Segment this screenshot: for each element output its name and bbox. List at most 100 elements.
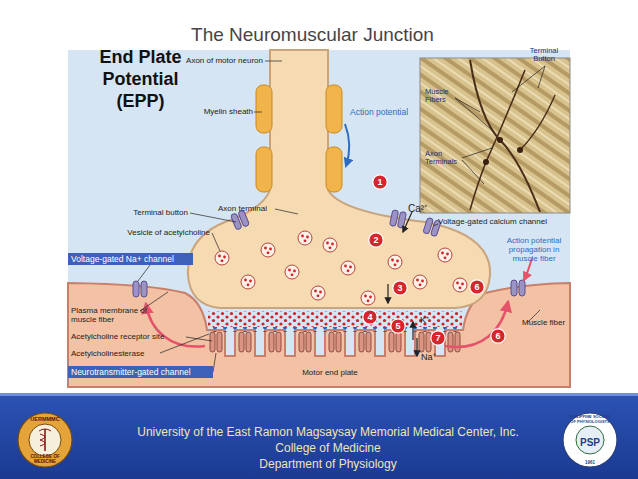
leader-lines-part	[138, 265, 150, 281]
sodium-channel	[511, 280, 525, 296]
part-label: Muscle fiber	[522, 318, 572, 328]
acetylcholine-dots	[208, 311, 462, 327]
ion-label: Na⁺	[421, 352, 443, 362]
part-label: Motor end plate	[290, 368, 370, 378]
nerve-fiber	[470, 60, 540, 212]
vesicle-group-part	[261, 243, 275, 257]
callout-outline-part	[373, 175, 387, 189]
vesicle-group-part	[298, 231, 312, 245]
callout-number: 4	[367, 312, 372, 322]
callout-outline-part	[393, 281, 407, 295]
receptor-row-part	[269, 332, 281, 352]
ion-label: K⁺	[420, 315, 440, 325]
callout-number: 1	[377, 177, 382, 187]
leader-lines-part	[212, 233, 220, 251]
band-text: Neurotransmitter-gated channel	[68, 366, 213, 378]
leader-lines-part	[254, 112, 262, 113]
leader-lines-part	[160, 334, 209, 353]
label-band: Neurotransmitter-gated channel	[68, 366, 213, 378]
logo-seal: PHILIPPINE SOCIETY OF PHYSIOLOGISTSPSP19…	[562, 412, 618, 468]
leader-lines-part	[190, 213, 236, 222]
vesicle-group-part	[438, 248, 452, 262]
receptor-row-part	[419, 332, 431, 352]
part-label: Myelin sheath	[175, 107, 253, 117]
callout-circle: 5	[390, 318, 406, 334]
callout-circle: 2	[368, 232, 384, 248]
seal-outline-part	[44, 429, 46, 451]
process-label: Action potential propagation in muscle f…	[500, 236, 568, 263]
calcium-channel	[389, 210, 406, 229]
release-arrow	[387, 284, 388, 303]
vesicle-group-part	[453, 278, 467, 292]
callout-outline-part	[470, 280, 484, 294]
action-potential-arrow	[345, 124, 349, 166]
esterase-dots	[207, 327, 463, 332]
footer-text: Department of Physiology	[20, 457, 636, 472]
receptor-row-part	[239, 332, 251, 352]
vesicle-group	[215, 231, 467, 305]
receptor-row-part	[389, 332, 401, 352]
footer-text: University of the East Ramon Magsaysay M…	[20, 425, 636, 440]
callout-number: 6	[495, 331, 500, 341]
sodium-arrow	[416, 338, 417, 356]
part-label: Voltage-gated calcium channel	[438, 217, 568, 227]
band-text: Voltage-gated Na+ channel	[68, 253, 193, 265]
receptor-row-part	[448, 332, 460, 352]
terminal-blob	[497, 137, 503, 143]
vesicle-group-part	[285, 265, 299, 279]
seal-text: 1961	[585, 460, 595, 465]
propagation-arrow	[445, 302, 508, 347]
vesicle-group-part	[323, 238, 337, 252]
callout-outline-part	[491, 329, 505, 343]
leader-lines-part	[275, 209, 298, 214]
callout-outline-part	[431, 331, 445, 345]
receptor-row-part	[329, 332, 341, 352]
callout-outline-part	[369, 233, 383, 247]
receptor-row-part	[210, 332, 222, 352]
receptor-row	[210, 332, 460, 352]
leader-lines-part	[433, 224, 438, 226]
seal-text: COLLEGE OF MEDICINE	[25, 454, 65, 464]
vesicle-group-part	[413, 275, 427, 289]
receptor-row-part	[299, 332, 311, 352]
terminal-blob	[483, 159, 489, 165]
callout-circle: 4	[362, 309, 378, 325]
myelin-segment	[326, 147, 342, 192]
leader-lines-part	[462, 148, 492, 184]
ion-label: Ca²⁺	[408, 203, 438, 214]
sodium-channel	[133, 281, 147, 297]
photo-label: Terminal Button	[522, 47, 566, 63]
callout-outline-part	[363, 310, 377, 324]
myelin-segment	[256, 85, 272, 133]
callout-number: 2	[373, 235, 378, 245]
part-label: Axon terminal	[218, 204, 288, 214]
label-band: Voltage-gated Na+ channel	[68, 253, 193, 265]
page-title: The Neuromuscular Junction	[0, 24, 625, 46]
part-label: Plasma membrane of muscle fiber	[71, 306, 153, 324]
part-label: Acetylcholine receptor site	[71, 332, 191, 342]
terminal-blob	[517, 147, 523, 153]
nerve-fiber	[520, 95, 555, 150]
potassium-arrow	[412, 322, 413, 340]
callout-circle: 1	[372, 174, 388, 190]
photo-label: Muscle Fibers	[425, 88, 461, 104]
callout-number: 6	[474, 282, 479, 292]
callout-number: 7	[435, 333, 440, 343]
seal-text: PHILIPPINE SOCIETY OF PHYSIOLOGISTS	[569, 415, 611, 424]
callout-circle: 6	[490, 328, 506, 344]
process-label: Action potential	[350, 107, 430, 117]
callout-number: 5	[395, 321, 400, 331]
overlay-heading: End Plate Potential (EPP)	[92, 46, 189, 112]
leader-lines	[138, 61, 545, 372]
logo-seal: UERMMMC COLLEGE OF MEDICINE	[17, 412, 73, 468]
nerve-fiber	[470, 70, 525, 210]
footer-text: College of Medicine	[20, 441, 636, 456]
myelin-segment	[326, 85, 342, 133]
calcium-arrow	[403, 212, 412, 232]
leader-lines-part	[213, 353, 216, 372]
seal-text: UERMMMC	[30, 416, 59, 422]
leader-lines-part	[265, 61, 282, 62]
callout-number: 3	[397, 283, 402, 293]
vesicle-group-part	[311, 286, 325, 300]
